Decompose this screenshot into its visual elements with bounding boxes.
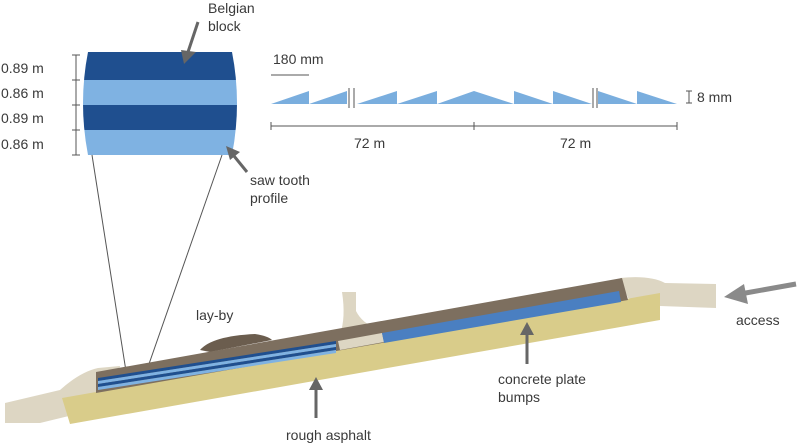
connector-stub [340,292,376,334]
access-label: access [736,312,780,328]
lane-width-4: 0.86 m [1,136,44,152]
lane-belgian-block-2 [83,105,237,130]
lane-width-2: 0.86 m [1,85,44,101]
saw-tooth-arrow [226,146,249,173]
concrete-plate-bumps [382,291,621,343]
segment-length-dimension [270,122,678,130]
lane-saw-tooth-2 [83,130,237,155]
lane-saw-tooth-1 [83,80,237,105]
saw-tooth-label-line2: profile [250,190,288,206]
projection-line-left [91,154,129,385]
lay-by-label: lay-by [196,307,233,323]
segment-2-label: 72 m [560,135,591,151]
belgian-block-arrow [181,21,200,64]
lane-cross-section: 0.89 m 0.86 m 0.89 m 0.86 m Belgian bloc… [1,0,310,385]
lane-belgian-block-1 [83,52,237,80]
tooth-height-dimension [686,90,692,104]
segment-1-label: 72 m [354,135,385,151]
saw-tooth-label-line1: saw tooth [250,172,310,188]
concrete-bumps-label-line2: bumps [498,389,540,405]
belgian-block-label-line2: block [208,18,242,34]
segment-joints [348,88,598,108]
lay-by-surface [200,334,272,352]
rough-asphalt-surface [62,293,660,424]
test-track [5,277,716,424]
rough-asphalt-label: rough asphalt [286,427,371,443]
lane-dimension-bracket [72,54,80,156]
concrete-gap [338,333,384,350]
saw-teeth [271,91,677,104]
concrete-bumps-arrow [520,322,534,364]
access-arrow [724,281,797,304]
lane-width-1: 0.89 m [1,60,44,76]
rough-asphalt-arrow [309,377,323,418]
saw-tooth-profile: 180 mm 8 mm 72 m 72 m [270,51,732,151]
lane-width-3: 0.89 m [1,110,44,126]
tooth-height-label: 8 mm [697,89,732,105]
belgian-block-label-line1: Belgian [208,0,255,16]
projection-line-right [141,154,223,385]
tooth-length-label: 180 mm [273,51,324,67]
lane-strip-on-track [98,341,336,390]
concrete-bumps-label-line1: concrete plate [498,371,586,387]
